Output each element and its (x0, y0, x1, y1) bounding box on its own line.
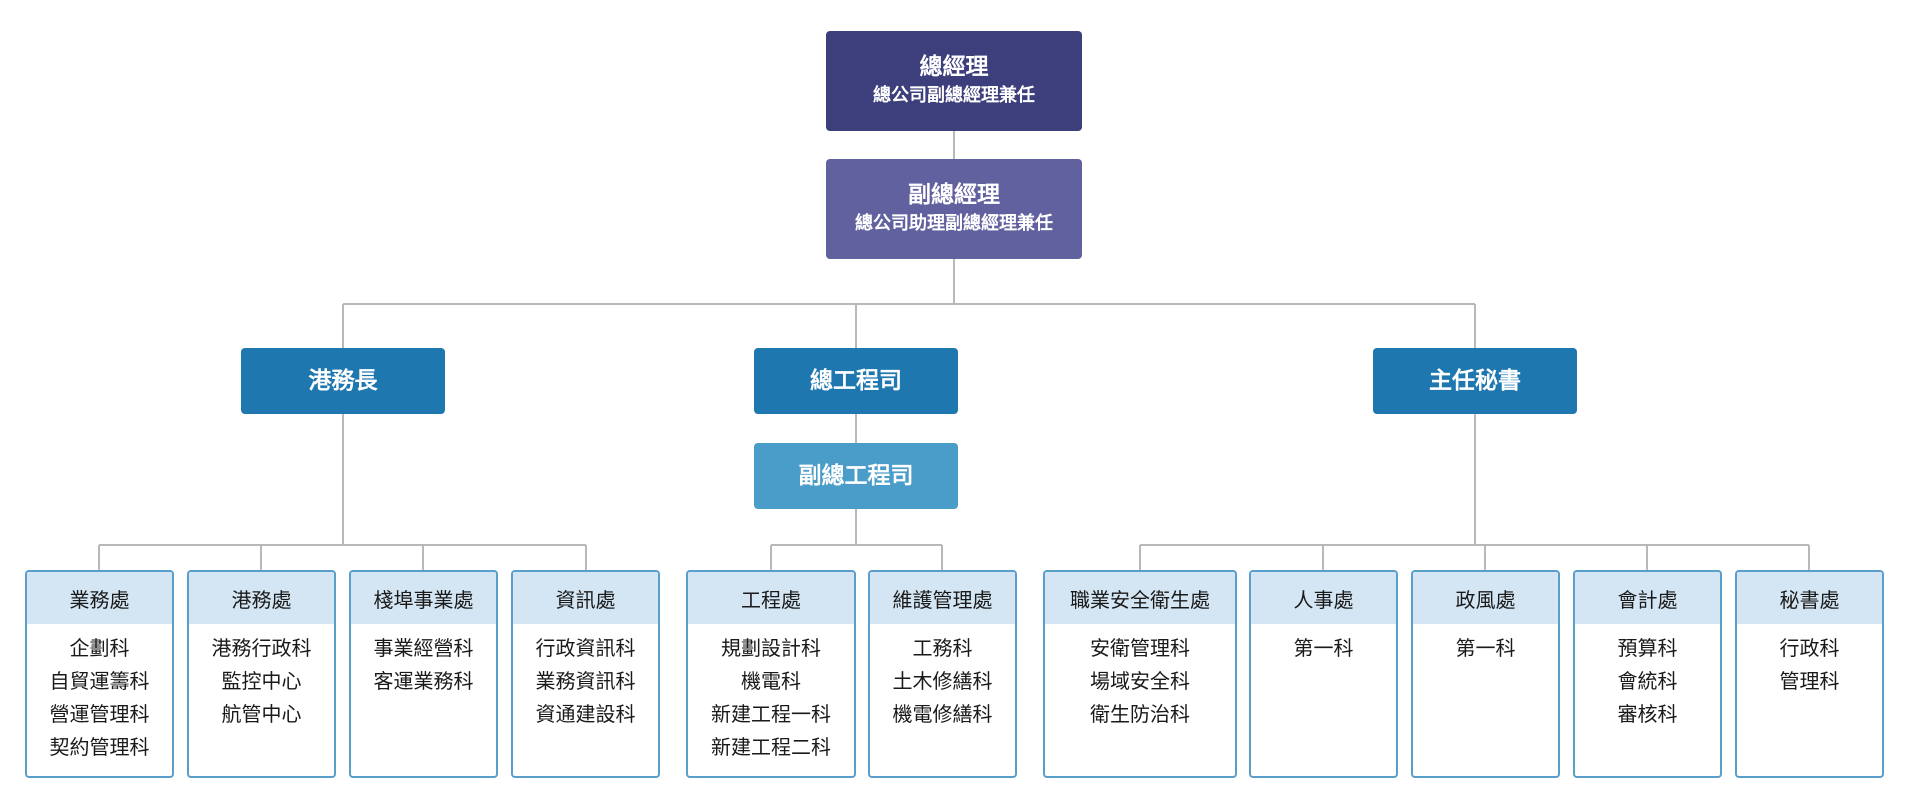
department-name: 資訊處 (513, 572, 658, 624)
department-box[interactable]: 工程處規劃設計科機電科新建工程一科新建工程二科 (686, 570, 856, 778)
section-list: 港務行政科監控中心航管中心 (189, 624, 334, 731)
section-item: 資通建設科 (535, 702, 636, 726)
chief-engineer-title: 總工程司 (810, 368, 902, 394)
section-list: 事業經營科客運業務科 (351, 624, 496, 698)
section-item: 工務科 (912, 636, 973, 660)
department-name: 秘書處 (1737, 572, 1882, 624)
deputy-general-manager-subtitle: 總公司助理副總經理兼任 (855, 213, 1053, 234)
section-item: 港務行政科 (211, 636, 312, 660)
department-box[interactable]: 港務處港務行政科監控中心航管中心 (187, 570, 336, 778)
section-item: 新建工程一科 (711, 702, 831, 726)
section-item: 安衛管理科 (1090, 636, 1190, 660)
department-name: 會計處 (1575, 572, 1720, 624)
section-item: 預算科 (1617, 636, 1678, 660)
section-item: 土木修繕科 (892, 669, 993, 693)
section-item: 企劃科 (69, 636, 130, 660)
department-box[interactable]: 會計處預算科會統科審核科 (1573, 570, 1722, 778)
department-name: 業務處 (27, 572, 172, 624)
department-name: 人事處 (1251, 572, 1396, 624)
section-item: 營運管理科 (49, 702, 150, 726)
section-item: 第一科 (1455, 636, 1516, 660)
section-list: 工務科土木修繕科機電修繕科 (870, 624, 1015, 731)
deputy-general-manager-title: 副總經理 (908, 182, 1000, 208)
section-list: 行政科管理科 (1737, 624, 1882, 698)
harbor-master-title: 港務長 (308, 368, 378, 394)
department-name: 政風處 (1413, 572, 1558, 624)
section-item: 自貿運籌科 (49, 669, 150, 693)
section-list: 安衛管理科場域安全科衛生防治科 (1045, 624, 1235, 731)
general-manager-box[interactable]: 總經理 總公司副總經理兼任 (826, 31, 1082, 131)
department-box[interactable]: 政風處第一科 (1411, 570, 1560, 778)
department-name: 工程處 (688, 572, 854, 624)
section-item: 規劃設計科 (721, 636, 821, 660)
section-list: 第一科 (1251, 624, 1396, 665)
section-item: 機電科 (741, 669, 801, 693)
deputy-general-manager-box[interactable]: 副總經理 總公司助理副總經理兼任 (826, 159, 1082, 259)
chief-secretary-title: 主任秘書 (1429, 368, 1521, 394)
section-item: 管理科 (1779, 669, 1840, 693)
harbor-master-box[interactable]: 港務長 (241, 348, 445, 414)
section-item: 第一科 (1293, 636, 1354, 660)
department-box[interactable]: 職業安全衛生處安衛管理科場域安全科衛生防治科 (1043, 570, 1237, 778)
deputy-chief-engineer-title: 副總工程司 (798, 463, 914, 489)
general-manager-subtitle: 總公司副總經理兼任 (873, 85, 1035, 106)
section-item: 場域安全科 (1090, 669, 1190, 693)
section-item: 衛生防治科 (1090, 702, 1190, 726)
department-box[interactable]: 秘書處行政科管理科 (1735, 570, 1884, 778)
department-box[interactable]: 資訊處行政資訊科業務資訊科資通建設科 (511, 570, 660, 778)
section-item: 業務資訊科 (535, 669, 636, 693)
department-box[interactable]: 維護管理處工務科土木修繕科機電修繕科 (868, 570, 1017, 778)
section-item: 契約管理科 (49, 735, 150, 759)
department-name: 港務處 (189, 572, 334, 624)
department-box[interactable]: 人事處第一科 (1249, 570, 1398, 778)
department-name: 棧埠事業處 (351, 572, 496, 624)
section-list: 規劃設計科機電科新建工程一科新建工程二科 (688, 624, 854, 764)
department-box[interactable]: 業務處企劃科自貿運籌科營運管理科契約管理科 (25, 570, 174, 778)
section-item: 新建工程二科 (711, 735, 831, 759)
section-item: 機電修繕科 (892, 702, 993, 726)
general-manager-title: 總經理 (919, 54, 989, 80)
section-list: 行政資訊科業務資訊科資通建設科 (513, 624, 658, 731)
section-item: 行政科 (1779, 636, 1840, 660)
deputy-chief-engineer-box[interactable]: 副總工程司 (754, 443, 958, 509)
section-item: 事業經營科 (373, 636, 474, 660)
section-item: 行政資訊科 (535, 636, 636, 660)
section-list: 企劃科自貿運籌科營運管理科契約管理科 (27, 624, 172, 764)
section-list: 預算科會統科審核科 (1575, 624, 1720, 731)
section-list: 第一科 (1413, 624, 1558, 665)
section-item: 會統科 (1617, 669, 1678, 693)
section-item: 航管中心 (221, 702, 302, 726)
section-item: 審核科 (1617, 702, 1678, 726)
chief-engineer-box[interactable]: 總工程司 (754, 348, 958, 414)
department-name: 職業安全衛生處 (1045, 572, 1235, 624)
section-item: 監控中心 (221, 669, 302, 693)
section-item: 客運業務科 (373, 669, 474, 693)
department-box[interactable]: 棧埠事業處事業經營科客運業務科 (349, 570, 498, 778)
chief-secretary-box[interactable]: 主任秘書 (1373, 348, 1577, 414)
department-name: 維護管理處 (870, 572, 1015, 624)
